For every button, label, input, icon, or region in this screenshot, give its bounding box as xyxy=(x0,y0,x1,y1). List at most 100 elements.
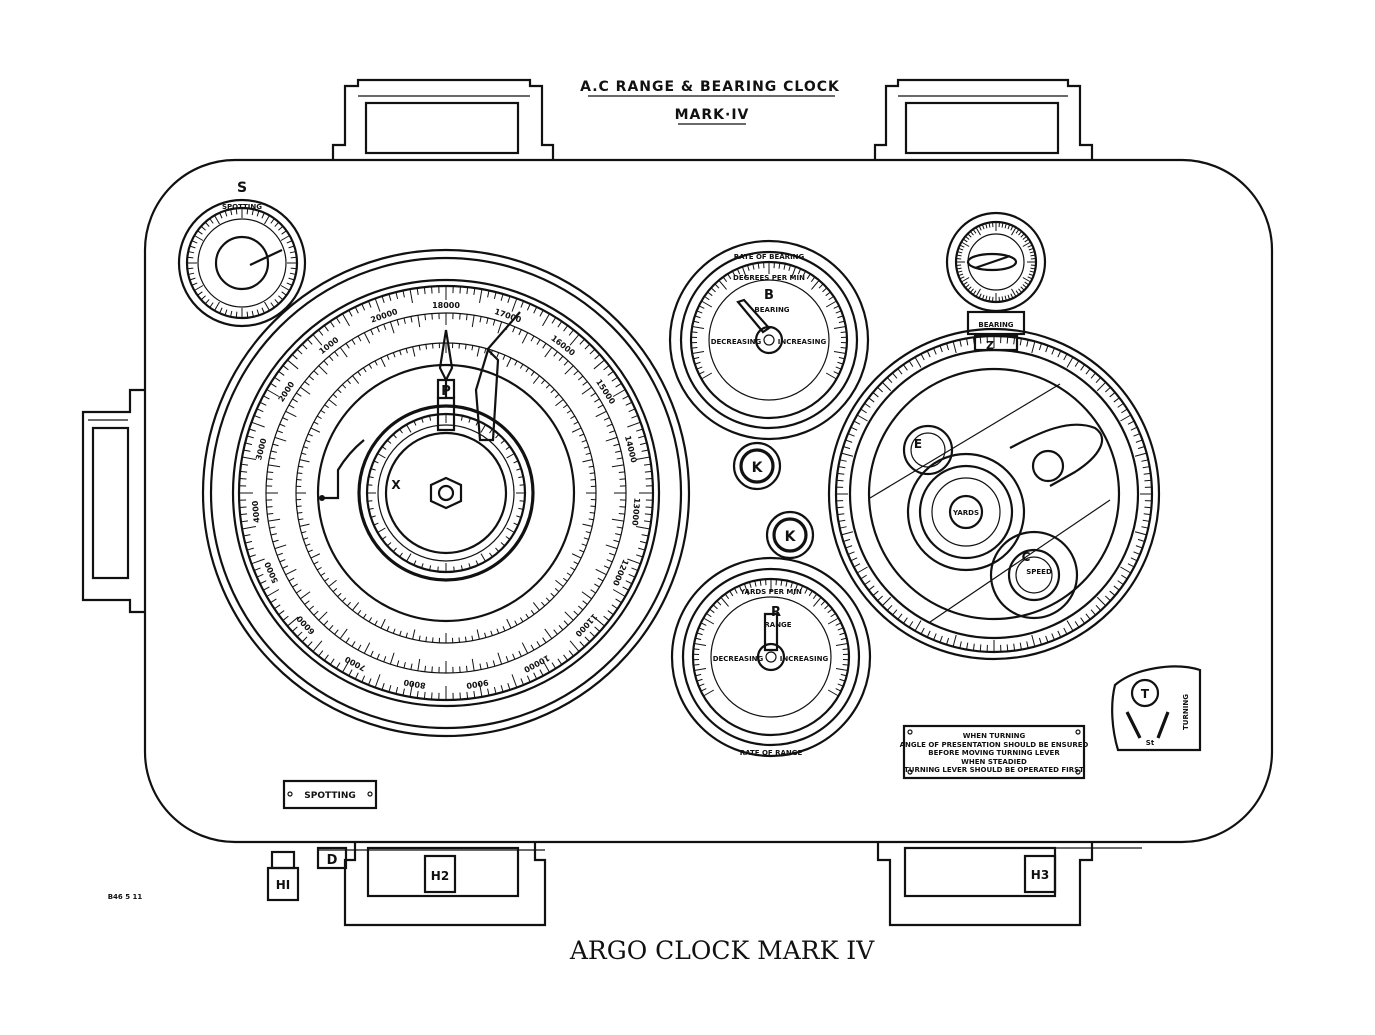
dial-tick xyxy=(318,365,328,375)
knob-k-upper: K xyxy=(732,441,782,491)
dial-tick xyxy=(641,534,649,537)
dial-tick xyxy=(342,659,350,673)
dial-tick xyxy=(194,235,204,241)
dial-tick xyxy=(377,527,386,533)
dial-tick xyxy=(468,563,471,569)
dial-tick xyxy=(847,551,855,555)
dial-tick xyxy=(307,549,313,553)
dial-tick xyxy=(479,289,483,304)
dial-tick xyxy=(639,442,647,446)
dial-tick xyxy=(631,414,639,419)
dial-tick xyxy=(579,641,585,648)
dial-tick xyxy=(424,665,427,672)
dial-tick xyxy=(399,428,403,434)
dial-tick xyxy=(595,410,607,418)
dial-tick xyxy=(853,420,861,425)
dial-tick xyxy=(716,600,722,606)
range-dial-number: 20000 xyxy=(370,307,400,325)
dial-tick xyxy=(693,356,700,360)
dial-tick xyxy=(701,372,713,380)
dial-tick xyxy=(368,363,373,369)
dial-tick xyxy=(266,389,280,397)
knob-k-lower: K xyxy=(765,510,815,560)
dial-tick xyxy=(868,585,875,591)
dial-tick xyxy=(845,439,853,443)
plate-line1: WHEN TURNING xyxy=(963,732,1026,740)
dial-tick xyxy=(278,610,285,616)
dial-tick xyxy=(1085,613,1091,620)
dial-tick xyxy=(627,421,641,428)
dial-tick xyxy=(965,235,970,240)
spotting-dial-title: SPOTTING xyxy=(222,203,262,211)
dial-tick xyxy=(563,360,569,366)
dial-tick xyxy=(335,317,341,324)
dial-tick xyxy=(301,531,307,534)
dial-tick xyxy=(188,251,195,254)
dial-tick xyxy=(978,293,982,299)
dial-tick xyxy=(594,398,600,403)
dial-tick xyxy=(261,307,265,314)
dial-tick xyxy=(1051,347,1055,355)
dial-tick xyxy=(1113,397,1120,403)
switch-st: St xyxy=(1146,739,1155,747)
dial-tick xyxy=(1015,290,1020,296)
dial-tick xyxy=(519,484,525,486)
dial-tick xyxy=(495,433,500,439)
dial-tick xyxy=(692,325,705,330)
dial-tick xyxy=(495,547,500,553)
dial-tick xyxy=(827,689,839,697)
dial-tick xyxy=(313,610,319,616)
dial-tick xyxy=(712,604,718,610)
dial-tick xyxy=(644,513,652,516)
dial-tick xyxy=(856,414,868,422)
dial-tick xyxy=(256,408,264,413)
dial-tick xyxy=(269,457,276,460)
dial-tick xyxy=(235,208,238,215)
dial-tick xyxy=(307,641,313,648)
dial-tick xyxy=(285,568,297,576)
dial-tick xyxy=(988,222,991,228)
clock-housing xyxy=(143,158,1274,844)
dial-tick xyxy=(417,658,421,671)
dial-tick xyxy=(409,289,413,304)
dial-tick xyxy=(1026,339,1029,347)
dial-tick xyxy=(256,210,260,217)
range-dial-number: 10000 xyxy=(522,653,551,674)
dial-tick xyxy=(703,689,715,697)
dial-tick xyxy=(612,589,626,597)
dial-tick xyxy=(437,566,439,572)
dial-tick xyxy=(191,240,198,244)
dial-tick xyxy=(287,616,299,627)
dial-tick xyxy=(926,350,931,358)
dial-tick xyxy=(289,251,296,254)
dial-tick xyxy=(1057,350,1062,358)
dial-tick xyxy=(615,533,622,536)
dial-tick xyxy=(590,392,596,397)
plate-line3: BEFORE MOVING TURNING LEVER xyxy=(928,749,1060,757)
dial-tick xyxy=(396,319,400,326)
dial-tick xyxy=(635,456,650,460)
dial-tick xyxy=(1066,356,1074,368)
label-t: T xyxy=(1141,687,1150,701)
dial-tick xyxy=(219,307,223,314)
dial-tick xyxy=(959,244,965,248)
dial-tick xyxy=(1027,244,1033,248)
dial-tick xyxy=(1096,381,1107,392)
dial-tick xyxy=(582,523,593,527)
dial-tick xyxy=(1120,566,1132,574)
dial-tick xyxy=(507,683,511,691)
dial-tick xyxy=(714,283,720,289)
dial-tick xyxy=(342,313,350,327)
dial-tick xyxy=(724,593,730,600)
dial-tick xyxy=(287,359,299,370)
dial-tick xyxy=(506,453,515,459)
dial-tick xyxy=(1029,251,1035,254)
dial-tick xyxy=(278,295,284,301)
dial-tick xyxy=(606,559,613,563)
dial-tick xyxy=(274,221,280,227)
dial-tick xyxy=(553,351,558,357)
dial-tick xyxy=(833,350,846,355)
dial-tick xyxy=(835,688,842,692)
dial-tick xyxy=(1010,225,1014,231)
dial-tick xyxy=(525,613,530,619)
